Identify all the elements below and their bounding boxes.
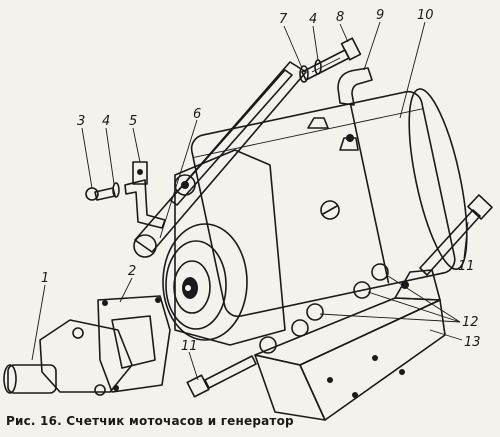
nuts [291,263,389,337]
callout-8: 8 [336,10,344,25]
bolt-left [186,355,257,398]
callout-9: 9 [376,8,384,23]
leader-lines [31,21,469,381]
callout-11-right: 11 [458,259,475,274]
front-housing [174,149,286,354]
hour-meter [3,319,133,396]
callouts: 1 2 3 4 5 6 7 4 8 9 10 11 11 12 13 [41,8,481,354]
callout-4-left: 4 [102,114,110,129]
callout-4-top: 4 [309,12,317,27]
pulley [162,223,248,341]
gasket [97,295,171,393]
callout-13: 13 [464,335,481,350]
bolt-right [419,194,493,276]
callout-7: 7 [279,12,288,27]
figure-caption: Рис. 16. Счетчик моточасов и генератор [6,414,294,428]
elbow-fitting [337,67,373,106]
callout-12: 12 [462,315,479,330]
callout-2: 2 [128,264,136,279]
callout-1: 1 [41,271,49,286]
adjusting-bar [133,61,307,258]
generator-body [190,88,468,318]
callout-3: 3 [77,114,85,129]
callout-11-left: 11 [181,339,198,354]
callout-6: 6 [193,107,201,122]
callout-5: 5 [129,114,137,129]
callout-10: 10 [417,8,434,23]
top-bolt [299,37,362,83]
